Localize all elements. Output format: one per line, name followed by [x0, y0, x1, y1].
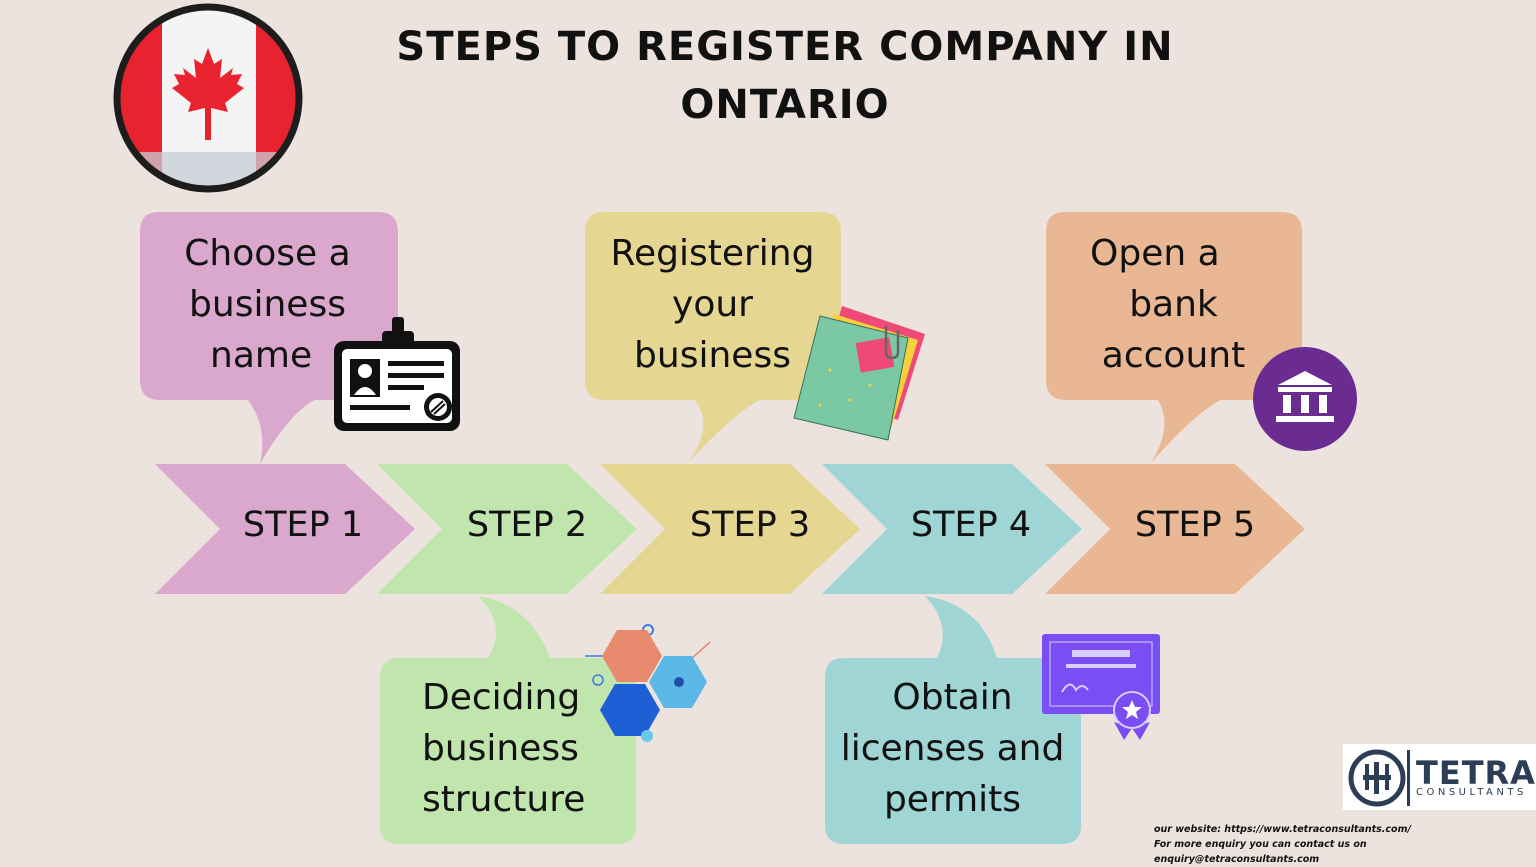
- logo-wordmark: TETRA: [1416, 754, 1536, 792]
- step5-label: STEP 5: [1134, 505, 1256, 545]
- title-line-1: STEPS TO REGISTER COMPANY IN: [396, 24, 1174, 70]
- hexagon-structure-icon: [585, 624, 711, 742]
- footer-website: our website: https://www.tetraconsultant…: [1154, 824, 1411, 835]
- certificate-icon: [1042, 634, 1160, 740]
- id-badge-icon: [334, 317, 460, 431]
- step2-label: STEP 2: [466, 505, 588, 545]
- step5-bubble: [1046, 212, 1302, 464]
- footer: our website: https://www.tetraconsultant…: [1154, 822, 1534, 867]
- title-line-2: ONTARIO: [680, 82, 890, 128]
- step4-bubble: [825, 596, 1081, 844]
- step2-chevron: [377, 464, 637, 594]
- step5-chevron: [1045, 464, 1305, 594]
- step1-chevron: [155, 464, 415, 594]
- documents-folder-icon: [793, 306, 925, 441]
- logo-subtitle: CONSULTANTS: [1416, 787, 1527, 798]
- canada-flag-icon: [113, 3, 303, 193]
- step3-chevron: [600, 464, 860, 594]
- tetra-consultants-logo: TETRA CONSULTANTS: [1343, 744, 1536, 810]
- step1-label: STEP 1: [242, 505, 364, 545]
- step1-bubble: [140, 212, 398, 464]
- step4-label: STEP 4: [910, 505, 1032, 545]
- tetra-emblem-icon: [1348, 749, 1410, 807]
- footer-contact: For more enquiry you can contact us on e…: [1154, 839, 1367, 865]
- bank-icon: [1253, 347, 1357, 451]
- step3-label: STEP 3: [689, 505, 811, 545]
- page-title: STEPS TO REGISTER COMPANY IN ONTARIO: [300, 18, 1270, 134]
- step2-bubble: [380, 596, 636, 844]
- step4-chevron: [822, 464, 1082, 594]
- step3-bubble: [585, 212, 841, 464]
